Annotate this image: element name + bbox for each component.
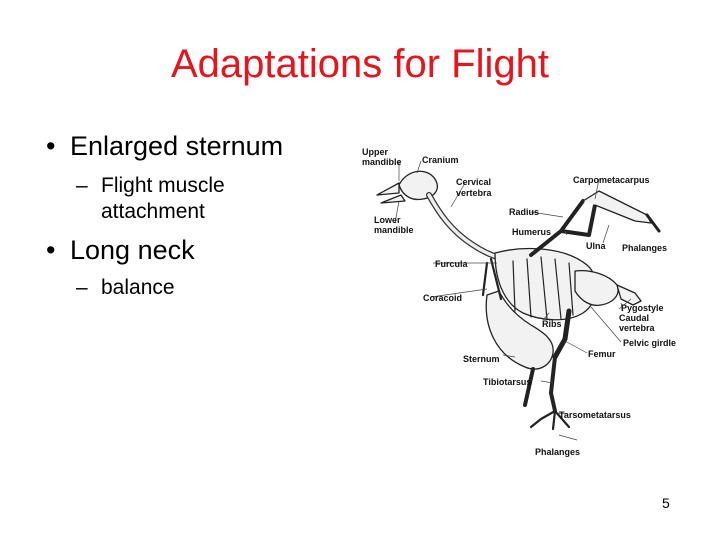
pygostyle-shape [617,285,641,305]
label-humerus: Humerus [512,227,551,237]
label-tarsometatarsus: Tarsometatarsus [559,410,631,420]
sub-bullet-line-1: balance [101,276,175,299]
slide-title: Adaptations for Flight [0,42,720,87]
dash-icon: – [76,173,101,199]
label-pelvic-girdle: Pelvic girdle [623,338,676,348]
bullet-enlarged-sternum: •Enlarged sternum [46,131,283,162]
sub-bullet-flight-muscle: –Flight muscle attachment [76,173,225,225]
bullet-text: Enlarged sternum [70,131,283,161]
sub-bullet-balance: –balance [76,275,175,301]
bullet-dot-icon: • [46,235,70,266]
label-phalanges-wing: Phalanges [622,243,667,253]
bullet-long-neck: •Long neck [46,235,195,266]
bullet-text: Long neck [70,235,195,265]
tibiotarsus-shape [551,357,555,411]
label-cranium: Cranium [422,155,459,165]
label-sternum: Sternum [463,354,500,364]
dash-icon: – [76,275,101,301]
label-radius: Radius [509,207,539,217]
lower-beak-shape [381,195,405,203]
page-number: 5 [662,495,670,511]
label-femur: Femur [588,349,616,359]
label-furcula: Furcula [435,259,469,269]
label-ulna: Ulna [586,241,606,251]
bullet-dot-icon: • [46,131,70,162]
label-phalanges-foot: Phalanges [535,447,580,457]
sub-bullet-line-1: Flight muscle [101,174,225,197]
neck-vertebrae-inner [429,195,505,259]
label-tibiotarsus: Tibiotarsus [483,377,531,387]
sub-bullet-line-2: attachment [76,199,225,225]
tarsometatarsus-shape [525,369,533,405]
upper-beak-shape [377,183,399,195]
label-pygostyle: Pygostyle [621,303,664,313]
label-coracoid: Coracoid [423,293,462,303]
neck-vertebrae-shape [429,195,505,259]
label-ribs: Ribs [542,319,562,329]
label-carpometacarpus: Carpometacarpus [573,175,650,185]
